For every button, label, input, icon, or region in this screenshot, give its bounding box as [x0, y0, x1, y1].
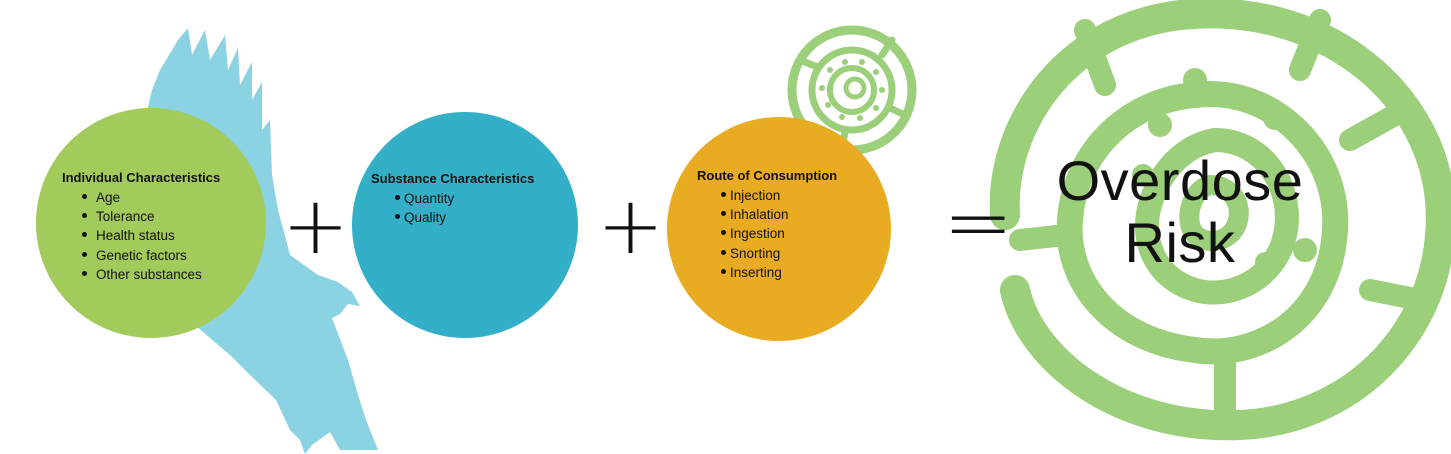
list-item: Age [82, 188, 220, 207]
bullet-icon [721, 191, 726, 197]
list-item: Inserting [721, 263, 837, 282]
bullet-icon [82, 232, 87, 238]
bullet-icon [82, 251, 87, 257]
individual-characteristics-list: Age Tolerance Health status Genetic fact… [82, 188, 220, 284]
bullet-icon [395, 214, 400, 220]
plus-operator: + [282, 179, 350, 272]
list-item: Ingestion [721, 224, 837, 243]
bullet-icon [82, 213, 87, 219]
list-item: Genetic factors [82, 246, 220, 265]
list-item: Tolerance [82, 207, 220, 226]
plus-operator: + [597, 179, 665, 272]
substance-characteristics-circle [352, 112, 578, 338]
bullet-icon [721, 249, 726, 255]
list-item: Quality [395, 208, 534, 227]
bullet-icon [721, 268, 726, 274]
bullet-icon [721, 230, 726, 236]
route-of-consumption-circle [667, 117, 891, 341]
individual-characteristics-content: Individual Characteristics Age Tolerance… [62, 170, 220, 284]
result-line-2: Risk [1124, 211, 1236, 274]
list-item: Inhalation [721, 205, 837, 224]
route-of-consumption-list: Injection Inhalation Ingestion Snorting … [721, 186, 837, 282]
result-line-1: Overdose [1056, 149, 1304, 212]
individual-characteristics-title: Individual Characteristics [62, 170, 221, 185]
list-item: Health status [82, 226, 220, 245]
bullet-icon [82, 270, 87, 276]
substance-characteristics-content: Substance Characteristics Quantity Quali… [371, 171, 534, 227]
bullet-icon [82, 193, 87, 199]
equals-operator: = [943, 173, 1014, 271]
list-item: Snorting [721, 244, 837, 263]
bullet-icon [721, 211, 726, 217]
substance-characteristics-title: Substance Characteristics [371, 171, 535, 186]
individual-characteristics-circle [36, 108, 266, 338]
bullet-icon [395, 194, 400, 200]
list-item: Other substances [82, 265, 220, 284]
route-of-consumption-content: Route of Consumption Injection Inhalatio… [697, 168, 837, 282]
list-item: Quantity [395, 189, 534, 208]
overdose-risk-result: Overdose Risk [1020, 150, 1340, 274]
list-item: Injection [721, 186, 837, 205]
substance-characteristics-list: Quantity Quality [395, 189, 534, 227]
route-of-consumption-title: Route of Consumption [697, 168, 838, 183]
